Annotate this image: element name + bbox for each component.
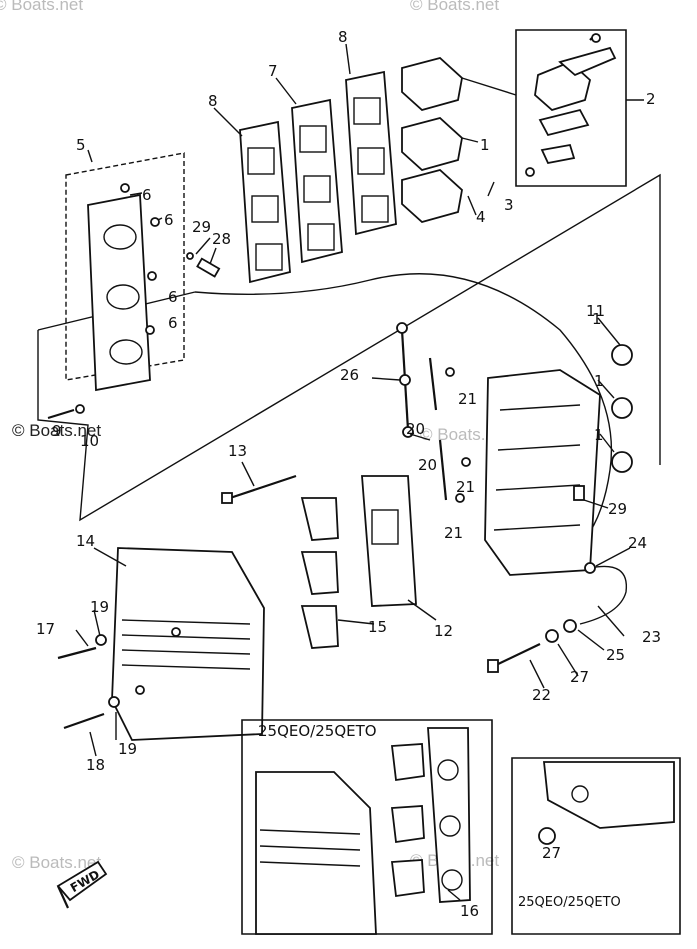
gasket-set [239, 70, 397, 284]
callout-21-c: 21 [444, 524, 463, 542]
callout-21-b: 21 [456, 478, 475, 496]
callout-8-a: 8 [208, 92, 218, 110]
ring-29 [186, 252, 194, 260]
callout-27-a: 27 [570, 668, 589, 686]
bolt-22 [487, 643, 541, 673]
watermark-top-right: © Boats.net [410, 0, 499, 14]
variant-inset-right [511, 757, 681, 935]
callout-7: 7 [268, 62, 278, 80]
callout-26: 26 [340, 366, 359, 384]
exhaust-cover [111, 547, 265, 741]
callout-4: 4 [476, 208, 486, 226]
bolt-17 [57, 634, 107, 660]
callout-17: 17 [36, 620, 55, 638]
callout-28: 28 [212, 230, 231, 248]
callout-8-b: 8 [338, 28, 348, 46]
callout-1-d: 1 [592, 310, 602, 328]
callout-27-b: 27 [542, 844, 561, 862]
reed-valve-assembly [401, 57, 517, 223]
callout-18: 18 [86, 756, 105, 774]
leader-lines [75, 43, 631, 901]
bolt-9 [47, 404, 85, 420]
callout-6-a: 6 [142, 186, 152, 204]
callout-1-b: 1 [594, 372, 604, 390]
callout-6-b: 6 [164, 211, 174, 229]
callout-14: 14 [76, 532, 95, 550]
callout-6-c: 6 [168, 288, 178, 306]
reed-valve-detail-box [515, 29, 644, 187]
callout-11: 11 [586, 302, 605, 320]
callout-5: 5 [76, 136, 86, 154]
inset-label-lower-right: 25QEO/25QETO [518, 895, 621, 910]
callout-2: 2 [646, 90, 656, 108]
link-rod-26 [396, 322, 471, 503]
callout-15: 15 [368, 618, 387, 636]
watermark-bottom-left: © Boats.net [12, 853, 101, 872]
inset-label-lower-left: 25QEO/25QETO [258, 722, 377, 740]
callout-29-a: 29 [192, 218, 211, 236]
gasket-12 [361, 475, 417, 607]
callout-labels: 1 1 1 1 2 3 4 5 6 6 6 6 7 8 8 9 10 11 12… [36, 28, 661, 920]
intake-manifold-box [65, 152, 185, 392]
callout-13: 13 [228, 442, 247, 460]
plug-27 [545, 629, 559, 643]
callout-16: 16 [460, 902, 479, 920]
watermark-top-left: © Boats.net [0, 0, 83, 14]
callout-23: 23 [642, 628, 661, 646]
callout-19-b: 19 [118, 740, 137, 758]
callout-25: 25 [606, 646, 625, 664]
callout-22: 22 [532, 686, 551, 704]
callout-20-b: 20 [418, 456, 437, 474]
callout-21-a: 21 [458, 390, 477, 408]
bolt-13 [221, 474, 297, 504]
cylinder-block [484, 344, 633, 576]
watermark-mid-left: © Boats.net [12, 421, 101, 440]
grommet-25 [563, 619, 577, 633]
callout-6-d: 6 [168, 314, 178, 332]
fitting-24 [584, 562, 596, 574]
hose-23 [579, 565, 628, 625]
variant-inset-left [241, 719, 493, 935]
callout-24: 24 [628, 534, 647, 552]
callout-1-a: 1 [480, 136, 490, 154]
bolt-18 [63, 696, 120, 730]
callout-19-a: 19 [90, 598, 109, 616]
callout-3: 3 [504, 196, 514, 214]
callout-20-a: 20 [406, 420, 425, 438]
callout-29-b: 29 [608, 500, 627, 518]
callout-9: 9 [52, 422, 62, 440]
callout-12: 12 [434, 622, 453, 640]
gaskets-15 [300, 497, 339, 649]
callout-10: 10 [80, 432, 99, 450]
pipe-28 [196, 257, 221, 278]
callout-1-c: 1 [594, 426, 604, 444]
